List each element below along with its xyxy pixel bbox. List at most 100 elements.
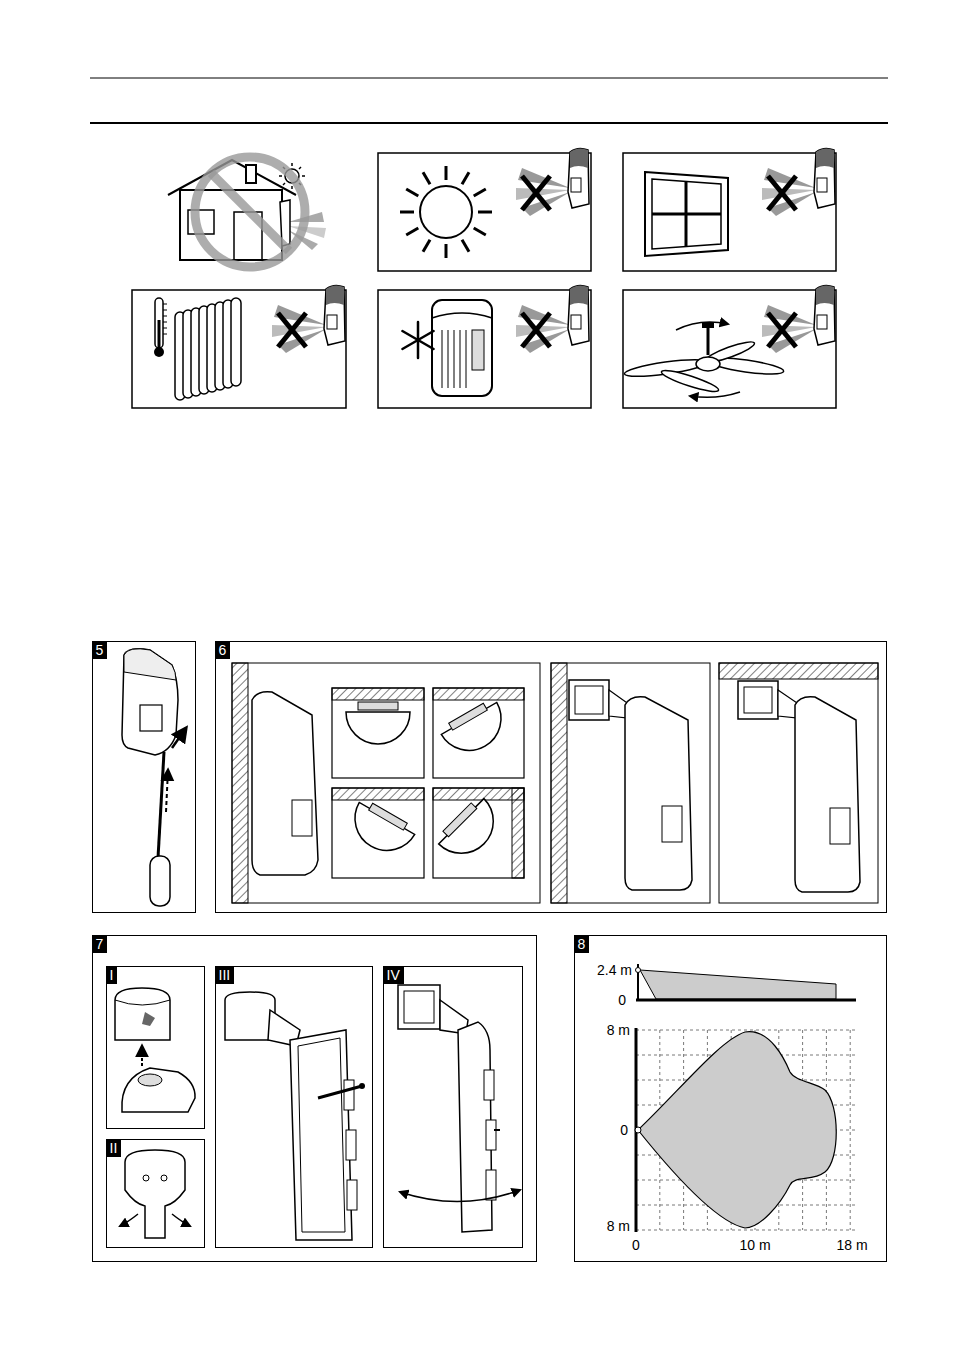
mounting-options-part	[434, 794, 506, 866]
mounting-options-part	[232, 663, 248, 903]
bracket-assembly-part	[115, 1000, 170, 1005]
mounting-options-part-part	[343, 802, 414, 862]
mounting-options-part	[332, 788, 424, 878]
ceiling-fan-panel	[623, 285, 836, 408]
figure-panel: 7IIIIIIIV	[92, 935, 537, 1262]
radiator-panel-part-part	[163, 322, 167, 323]
ceiling-fan-panel-part	[623, 290, 836, 408]
sun-panel	[378, 148, 591, 271]
coverage-chart-part-part	[850, 1030, 851, 1230]
mounting-options-part	[625, 697, 692, 890]
air-conditioner-panel-part	[378, 290, 591, 408]
window-panel-part	[652, 179, 721, 249]
header-rules-part	[90, 122, 888, 124]
callout-number: IV	[383, 966, 404, 984]
house-icon-part	[246, 165, 256, 183]
screwdriver-release-part	[122, 649, 178, 755]
axis-label: 2.4 m	[560, 962, 632, 978]
bracket-assembly-part-part	[347, 1180, 357, 1210]
air-conditioner-panel-part-part	[448, 330, 449, 388]
sub-panel: III	[215, 966, 373, 1248]
bracket-assembly-part	[290, 1030, 352, 1240]
bracket-assembly-part	[344, 1080, 357, 1210]
radiator-panel-part	[163, 304, 167, 334]
screwdriver-release-part	[150, 856, 170, 906]
mounting-options-part	[512, 788, 524, 878]
screwdriver-release-part	[166, 770, 168, 812]
sun-panel-part-part	[445, 244, 448, 258]
bracket-assembly-part	[122, 1068, 195, 1112]
bracket-assembly-part	[143, 1175, 149, 1181]
house-icon-part-part	[299, 167, 301, 169]
sun-panel-part-part	[445, 166, 448, 180]
bracket-assembly-part-part	[486, 1120, 496, 1150]
mounting-options-part-part	[439, 799, 507, 867]
ceiling-fan-panel-part	[762, 285, 835, 353]
sub-panel: II	[106, 1139, 205, 1248]
mounting-options-part	[252, 692, 318, 875]
window-panel-part	[623, 153, 836, 271]
sun-panel-part-part	[406, 189, 418, 196]
house-icon-part-part	[291, 163, 293, 166]
mounting-options-part	[830, 808, 850, 844]
air-conditioner-panel-part	[472, 330, 484, 370]
mounting-options-part	[433, 788, 524, 800]
radiator-panel-part	[158, 320, 161, 350]
axis-label: 18 m	[822, 1237, 882, 1253]
bracket-assembly-part	[494, 1129, 500, 1131]
radiator-panel-part	[175, 298, 241, 400]
house-icon-part-part	[302, 175, 305, 177]
sun-panel-part	[516, 148, 589, 216]
bracket-assembly-part	[141, 1046, 143, 1066]
air-conditioner-panel-part-part	[402, 331, 433, 349]
radiator-panel-part-part	[231, 298, 241, 386]
bracket-assembly-part	[125, 1150, 185, 1238]
mounting-options-part	[795, 697, 860, 892]
sun-panel-part-part	[406, 228, 418, 235]
bracket-assembly-part	[318, 1086, 362, 1098]
bracket-assembly-part	[225, 992, 275, 1040]
radiator-panel-part-part	[163, 328, 167, 329]
coverage-chart-part-part	[636, 1030, 856, 1031]
air-conditioner-panel-part-part	[460, 330, 461, 388]
mounting-options-part	[738, 681, 778, 719]
house-icon	[168, 157, 326, 267]
radiator-panel-part	[132, 290, 346, 408]
mounting-options-part	[433, 688, 524, 700]
ceiling-fan-panel-part	[624, 338, 785, 395]
bracket-assembly-part	[115, 988, 170, 1040]
bracket-assembly	[115, 985, 520, 1240]
coverage-chart-part	[636, 999, 856, 1002]
mounting-options-part	[346, 712, 410, 744]
mounting-options-part	[719, 663, 878, 903]
air-conditioner-panel	[378, 285, 591, 408]
ceiling-fan-panel-part	[696, 357, 720, 371]
bracket-assembly-part	[172, 1214, 190, 1226]
mounting-options-part-part	[441, 702, 512, 762]
house-icon-part	[211, 173, 289, 251]
screwdriver-release-part	[172, 728, 186, 748]
air-conditioner-panel-part	[442, 330, 466, 388]
bracket-assembly-part	[298, 1038, 345, 1232]
bracket-assembly-part-part	[344, 1080, 354, 1110]
coverage-chart-part	[636, 968, 641, 973]
window-panel	[623, 148, 836, 271]
callout-number: 8	[574, 935, 590, 953]
mounting-options-part	[744, 687, 772, 713]
mounting-options-part	[232, 663, 540, 903]
mounting-options-part-part	[449, 703, 488, 730]
mounting-options-part	[343, 797, 417, 862]
sun-panel-part	[400, 166, 492, 258]
air-conditioner-panel-part	[432, 300, 492, 396]
screwdriver-release-part	[140, 705, 162, 731]
coverage-chart-part	[640, 970, 836, 999]
air-conditioner-panel-part-part	[402, 331, 433, 349]
bracket-assembly-part	[404, 991, 434, 1023]
callout-number: 7	[92, 935, 108, 953]
bracket-assembly-part-part	[346, 1130, 356, 1160]
sun-panel-part-part	[462, 240, 469, 252]
sun-panel-part	[378, 153, 591, 271]
air-conditioner-panel-part	[516, 285, 589, 353]
coverage-chart-part	[635, 1127, 641, 1133]
